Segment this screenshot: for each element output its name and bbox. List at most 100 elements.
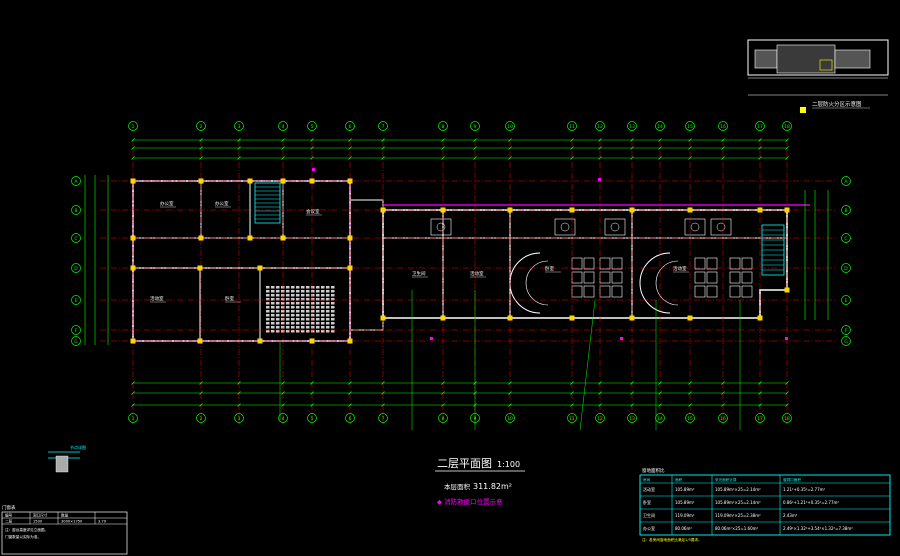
- seat: [291, 306, 295, 309]
- seat: [271, 326, 275, 329]
- left-table-val-1: 3000×1750: [61, 520, 83, 524]
- curved-wall-inner: [655, 260, 679, 306]
- dimension-tick: [310, 391, 314, 395]
- toilet-cubicle: [694, 257, 706, 270]
- ratio-table-cell: 80.06m²×25=1.60m²: [715, 526, 759, 531]
- axis-bubble-top: [438, 121, 448, 131]
- dimension-tick: [758, 391, 762, 395]
- seat: [271, 310, 275, 313]
- dimension-tick: [348, 146, 352, 150]
- dimension-tick: [237, 403, 241, 407]
- column: [309, 338, 315, 344]
- toilet-cubicle: [571, 271, 583, 284]
- toilet-cubicle: [611, 285, 623, 298]
- dimension-tick: [310, 381, 314, 385]
- seat: [326, 302, 330, 305]
- wash-fixture: [710, 218, 732, 236]
- dimension-tick: [131, 156, 135, 160]
- seat: [266, 286, 270, 289]
- connector-wall: [350, 318, 384, 331]
- dimension-tick: [598, 156, 602, 160]
- seat: [266, 326, 270, 329]
- axis-label-col: 8: [442, 124, 445, 130]
- toilet-cubicle: [583, 271, 595, 284]
- column: [347, 178, 353, 184]
- room-label: 卫生间: [412, 270, 426, 277]
- dimension-tick: [658, 403, 662, 407]
- axis-bubble-bottom: [196, 413, 206, 423]
- dimension-tick: [688, 138, 692, 142]
- west-stair: [254, 182, 281, 224]
- seat: [311, 318, 315, 321]
- column: [347, 235, 353, 241]
- seat: [291, 318, 295, 321]
- column: [569, 207, 575, 213]
- seat: [301, 298, 305, 301]
- ratio-table-cell: 卧室: [643, 499, 651, 505]
- axis-bubble-top: [234, 121, 244, 131]
- axis-bubble-top: [345, 121, 355, 131]
- dimension-tick: [131, 146, 135, 150]
- curved-wall-inner: [525, 260, 549, 306]
- column: [280, 235, 286, 241]
- axis-label-col: 17: [757, 124, 763, 130]
- drawing-title: 二层平面图: [437, 457, 492, 470]
- seat: [296, 290, 300, 293]
- room-annotations: 办公室办公室会议室活动室卧室卫生间活动室卧室活动室: [150, 168, 788, 431]
- axis-bubble-bottom: [307, 413, 317, 423]
- axis-bubble-bottom: [718, 413, 728, 423]
- axis-label-col: 2: [200, 416, 203, 422]
- ratio-table-header-cell: 面积: [675, 477, 683, 482]
- ratio-table-header-cell: 房间: [643, 477, 651, 482]
- axis-label-col: 3: [238, 416, 241, 422]
- seat: [326, 286, 330, 289]
- axis-label-row: E: [75, 298, 78, 304]
- dimension-tick: [785, 156, 789, 160]
- dimension-tick: [237, 381, 241, 385]
- seat: [281, 302, 285, 305]
- dimension-tick: [688, 156, 692, 160]
- axis-bubble-left: [71, 295, 81, 305]
- dimension-tick: [630, 138, 634, 142]
- ratio-table-cell: 119.09m²×25=2.38m²: [715, 513, 761, 518]
- seat: [301, 326, 305, 329]
- connector-wall: [350, 199, 384, 210]
- dimension-tick: [381, 391, 385, 395]
- axis-bubble-bottom: [438, 413, 448, 423]
- room-label: 卧室: [545, 265, 554, 272]
- ratio-table-footnote: 注：各房间窗地面积比满足1/5要求。: [642, 537, 702, 542]
- dimension-tick: [281, 146, 285, 150]
- axis-label-row: F: [845, 328, 848, 334]
- dimension-tick: [688, 146, 692, 150]
- seat: [306, 286, 310, 289]
- seat: [316, 326, 320, 329]
- axis-label-col: 13: [629, 124, 635, 130]
- axis-bubble-top: [307, 121, 317, 131]
- axis-bubble-bottom: [627, 413, 637, 423]
- axis-label-col: 11: [569, 124, 575, 130]
- seat: [301, 318, 305, 321]
- seat: [326, 330, 330, 333]
- dimension-tick: [570, 156, 574, 160]
- seat: [316, 298, 320, 301]
- seat: [306, 318, 310, 321]
- axis-label-col: 16: [720, 124, 726, 130]
- ratio-table-cell: 2.49²×1.32²+3.54²×1.32²=7.38m²: [783, 526, 853, 531]
- seat: [301, 306, 305, 309]
- column: [257, 265, 263, 271]
- toilet-cubicle: [741, 285, 753, 298]
- dimension-tick: [348, 381, 352, 385]
- axis-label-col: 13: [629, 416, 635, 422]
- dimension-tick: [199, 138, 203, 142]
- dimension-tick: [441, 391, 445, 395]
- room-label: 办公室: [160, 200, 174, 207]
- seating-block: [266, 286, 335, 333]
- seat: [321, 302, 325, 305]
- axis-bubble-bottom: [345, 413, 355, 423]
- dimension-tick: [508, 403, 512, 407]
- dimension-tick: [570, 391, 574, 395]
- axis-bubble-left: [71, 233, 81, 243]
- axis-bubble-top: [470, 121, 480, 131]
- dimension-tick: [473, 146, 477, 150]
- left-table-col-2: 数量: [61, 513, 69, 518]
